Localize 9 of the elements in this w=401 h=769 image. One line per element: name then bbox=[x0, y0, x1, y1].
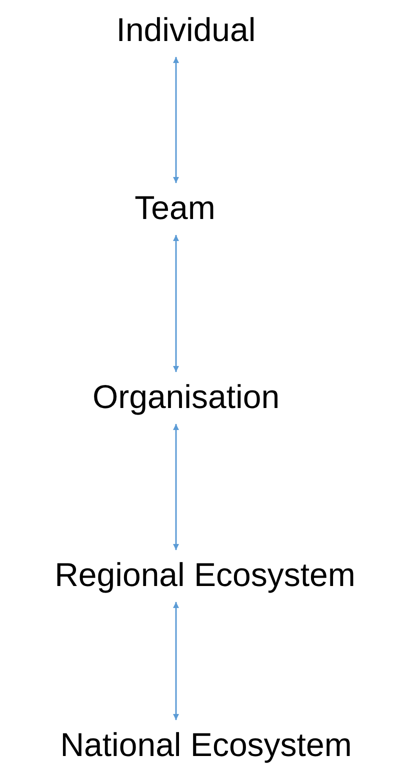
double-arrow bbox=[173, 602, 179, 720]
double-arrow bbox=[173, 56, 179, 184]
level-label: Regional Ecosystem bbox=[54, 556, 356, 594]
double-arrow bbox=[173, 234, 179, 372]
level-label: National Ecosystem bbox=[60, 726, 352, 764]
level-label: Individual bbox=[116, 11, 256, 49]
level-label: Organisation bbox=[92, 378, 280, 416]
double-arrow bbox=[173, 424, 179, 550]
level-label: Team bbox=[134, 189, 216, 227]
